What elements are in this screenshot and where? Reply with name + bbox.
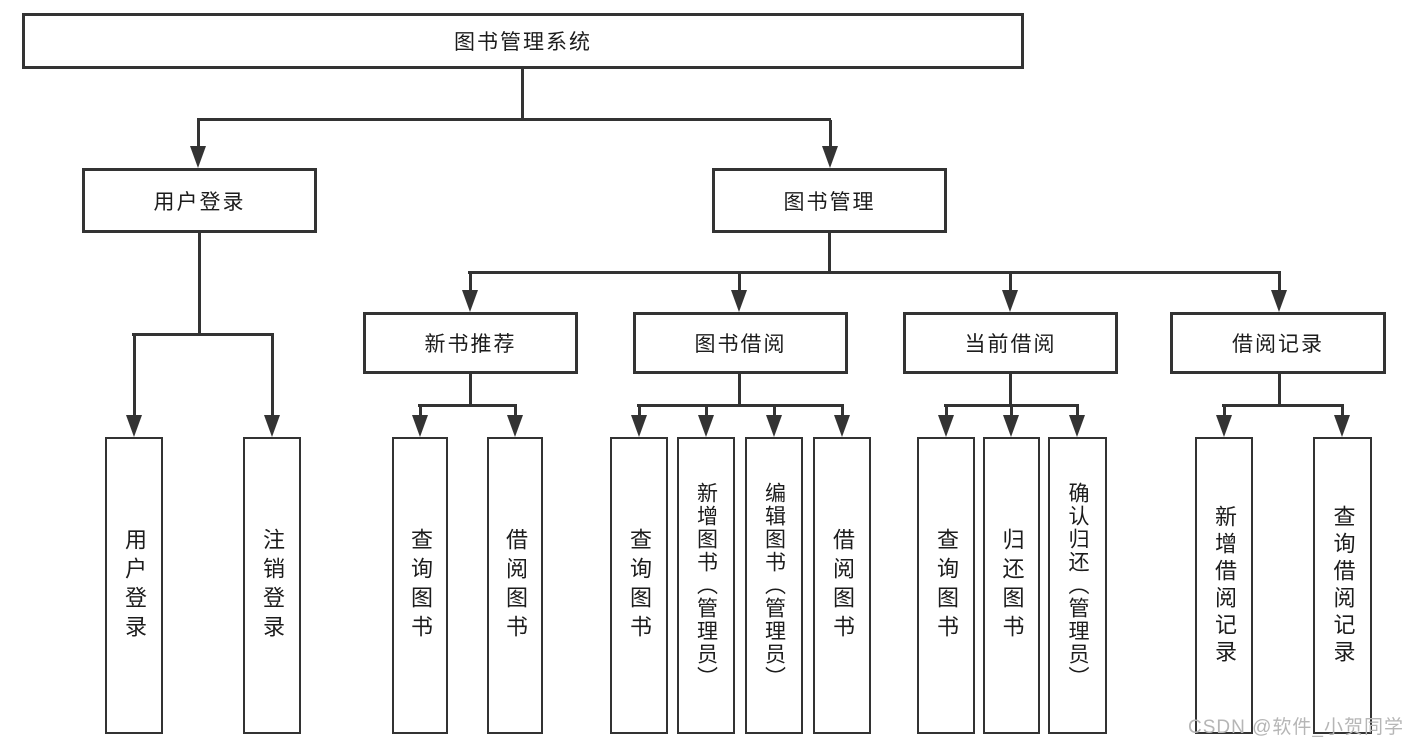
leaf-label: 注销登录	[260, 527, 285, 644]
connector-book-borrow-split	[637, 404, 844, 407]
node-leaf-borrow-books-recommend: 借阅图书	[487, 437, 543, 734]
node-current-borrow-label: 当前借阅	[964, 333, 1057, 356]
connector-borrow-record-stem	[1278, 374, 1281, 406]
connector-root-stem	[521, 69, 524, 120]
leaf-label: 新增借阅记录	[1212, 504, 1237, 667]
node-root-system: 图书管理系统	[22, 13, 1024, 69]
node-leaf-add-borrow-record: 新增借阅记录	[1195, 437, 1253, 734]
node-leaf-query-books-current: 查询图书	[917, 437, 975, 734]
node-book-management: 图书管理	[712, 168, 947, 233]
leaf-label: 新增图书（管理员）	[694, 482, 718, 689]
connector-user-login-split	[132, 333, 274, 336]
arrow-down-icon	[1002, 273, 1018, 312]
connector-book-borrow-stem	[738, 374, 741, 406]
arrow-down-icon	[412, 406, 428, 437]
node-user-login: 用户登录	[82, 168, 317, 233]
arrow-down-icon	[822, 120, 838, 168]
arrow-down-icon	[507, 406, 523, 437]
arrow-down-icon	[834, 406, 850, 437]
node-user-login-label: 用户登录	[153, 190, 246, 214]
node-leaf-return-book: 归还图书	[983, 437, 1040, 734]
node-leaf-add-book-admin: 新增图书（管理员）	[677, 437, 735, 734]
arrow-down-icon	[1216, 406, 1232, 437]
connector-borrow-record-split	[1222, 404, 1344, 407]
node-borrow-record-label: 借阅记录	[1232, 333, 1324, 356]
node-leaf-query-books-borrow: 查询图书	[610, 437, 668, 734]
arrow-down-icon	[126, 335, 142, 437]
arrow-down-icon	[1334, 406, 1350, 437]
node-new-book-recommend: 新书推荐	[363, 312, 578, 374]
leaf-label: 用户登录	[122, 527, 147, 644]
node-borrow-record: 借阅记录	[1170, 312, 1386, 374]
connector-book-mgmt-stem	[828, 233, 831, 273]
csdn-watermark: CSDN @软件_小贺同学	[1188, 717, 1404, 738]
node-leaf-edit-book-admin: 编辑图书（管理员）	[745, 437, 803, 734]
arrow-down-icon	[190, 120, 206, 168]
arrow-down-icon	[731, 273, 747, 312]
node-current-borrow: 当前借阅	[903, 312, 1118, 374]
connector-new-book-split	[418, 404, 517, 407]
leaf-label: 借阅图书	[503, 527, 528, 644]
node-book-borrow: 图书借阅	[633, 312, 848, 374]
connector-level1-split	[197, 118, 831, 121]
connector-current-borrow-stem	[1009, 374, 1012, 406]
connector-book-mgmt-split	[468, 271, 1281, 274]
connector-new-book-stem	[469, 374, 472, 406]
arrow-down-icon	[631, 406, 647, 437]
arrow-down-icon	[462, 273, 478, 312]
node-leaf-confirm-return-admin: 确认归还（管理员）	[1048, 437, 1107, 734]
node-leaf-query-borrow-record: 查询借阅记录	[1313, 437, 1372, 734]
leaf-label: 查询图书	[408, 527, 433, 644]
node-leaf-query-books-recommend: 查询图书	[392, 437, 448, 734]
connector-current-borrow-split	[944, 404, 1079, 407]
connector-user-login-stem	[198, 233, 201, 335]
node-book-borrow-label: 图书借阅	[694, 333, 787, 356]
leaf-label: 查询借阅记录	[1330, 504, 1356, 667]
node-new-book-recommend-label: 新书推荐	[424, 333, 517, 356]
node-leaf-borrow-books: 借阅图书	[813, 437, 871, 734]
arrow-down-icon	[1003, 406, 1019, 437]
arrow-down-icon	[938, 406, 954, 437]
arrow-down-icon	[698, 406, 714, 437]
arrow-down-icon	[1271, 273, 1287, 312]
arrow-down-icon	[1069, 406, 1085, 437]
leaf-label: 借阅图书	[830, 527, 855, 644]
leaf-label: 确认归还（管理员）	[1066, 482, 1089, 689]
arrow-down-icon	[766, 406, 782, 437]
node-leaf-user-login: 用户登录	[105, 437, 163, 734]
node-leaf-logout: 注销登录	[243, 437, 301, 734]
node-book-management-label: 图书管理	[783, 190, 876, 214]
leaf-label: 归还图书	[999, 527, 1025, 644]
leaf-label: 查询图书	[627, 527, 652, 644]
node-root-label: 图书管理系统	[454, 31, 592, 54]
leaf-label: 编辑图书（管理员）	[762, 482, 786, 689]
arrow-down-icon	[264, 335, 280, 437]
leaf-label: 查询图书	[934, 527, 959, 644]
